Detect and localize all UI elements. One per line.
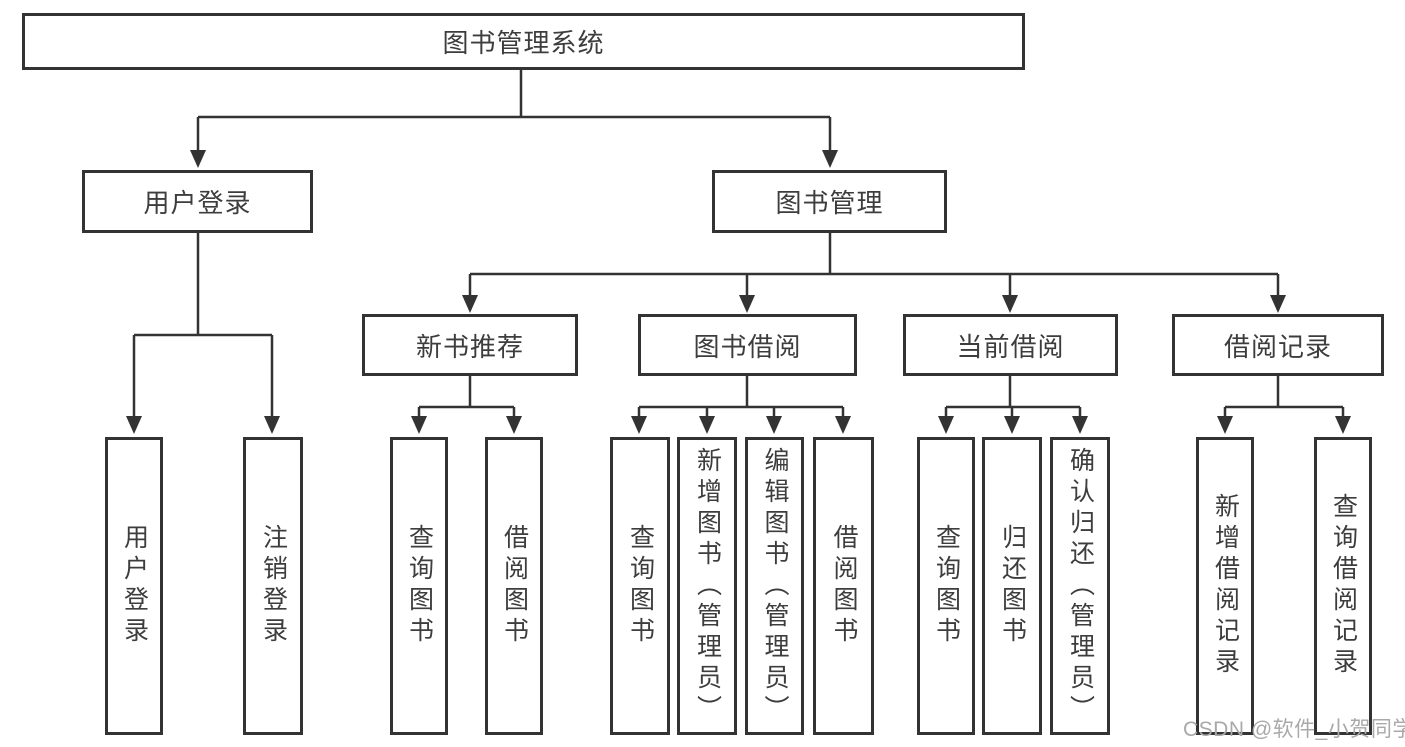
node-label: 确认归还（管理员） <box>1066 446 1095 726</box>
leaf-user-login: 用户登录 <box>105 437 163 735</box>
node-label: 当前借阅 <box>956 331 1065 362</box>
node-label: 用户登录 <box>120 524 149 648</box>
leaf-query-books-recommend: 查询图书 <box>390 437 448 735</box>
node-label: 图书管理 <box>775 188 884 218</box>
node-label: 归还图书 <box>998 524 1027 648</box>
node-new-book-recommendation: 新书推荐 <box>362 314 578 376</box>
node-label: 新书推荐 <box>415 331 524 362</box>
node-library-management-system: 图书管理系统 <box>22 13 1025 70</box>
node-label: 注销登录 <box>259 524 288 648</box>
node-label: 查询图书 <box>626 524 655 648</box>
node-current-borrowing: 当前借阅 <box>903 314 1118 376</box>
leaf-add-borrow-record: 新增借阅记录 <box>1196 437 1254 735</box>
leaf-add-books-admin: 新增图书（管理员） <box>677 437 737 735</box>
leaf-query-borrow-record: 查询借阅记录 <box>1314 437 1372 735</box>
node-book-management: 图书管理 <box>712 170 947 233</box>
leaf-confirm-return-admin: 确认归还（管理员） <box>1050 437 1110 735</box>
node-label: 查询图书 <box>405 524 434 648</box>
leaf-query-books-borrow: 查询图书 <box>610 437 670 735</box>
leaf-borrow-books-recommend: 借阅图书 <box>485 437 543 735</box>
leaf-return-books: 归还图书 <box>982 437 1042 735</box>
leaf-edit-books-admin: 编辑图书（管理员） <box>745 437 804 735</box>
node-label: 查询借阅记录 <box>1329 493 1358 679</box>
leaf-logout: 注销登录 <box>243 437 303 735</box>
node-label: 借阅图书 <box>500 524 529 648</box>
connector-paths <box>132 70 1345 418</box>
node-label: 查询图书 <box>932 524 961 648</box>
node-book-borrowing: 图书借阅 <box>638 314 857 376</box>
node-user-login: 用户登录 <box>82 170 313 233</box>
node-label: 新增图书（管理员） <box>693 446 722 726</box>
node-borrowing-records: 借阅记录 <box>1172 314 1384 376</box>
arrowheads <box>126 150 1351 434</box>
node-label: 图书管理系统 <box>442 28 605 58</box>
csdn-watermark: CSDN @软件_小贺同学 <box>1183 718 1405 741</box>
node-label: 借阅记录 <box>1223 331 1332 362</box>
node-label: 用户登录 <box>143 188 252 218</box>
node-label: 图书借阅 <box>693 331 802 362</box>
leaf-borrow-books: 借阅图书 <box>813 437 874 735</box>
node-label: 借阅图书 <box>830 524 858 648</box>
node-label: 新增借阅记录 <box>1211 493 1240 679</box>
leaf-query-books-current: 查询图书 <box>917 437 975 735</box>
node-label: 编辑图书（管理员） <box>761 446 789 726</box>
